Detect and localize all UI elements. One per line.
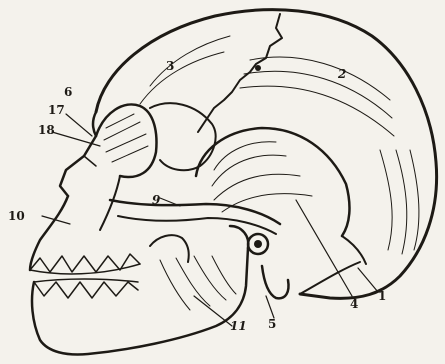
label-3: 3 <box>166 59 174 73</box>
label-11: 11 <box>230 319 247 333</box>
label-18: 18 <box>38 123 55 137</box>
label-5: 5 <box>268 317 276 331</box>
ear-opening-center <box>254 240 262 248</box>
label-4: 4 <box>350 297 358 311</box>
label-10: 10 <box>8 209 25 223</box>
label-9: 9 <box>152 193 161 207</box>
label-17: 17 <box>48 103 65 117</box>
label-6: 6 <box>64 85 72 99</box>
label-1: 1 <box>378 289 386 303</box>
bregma-mark <box>255 65 261 71</box>
label-2: 2 <box>337 67 346 81</box>
